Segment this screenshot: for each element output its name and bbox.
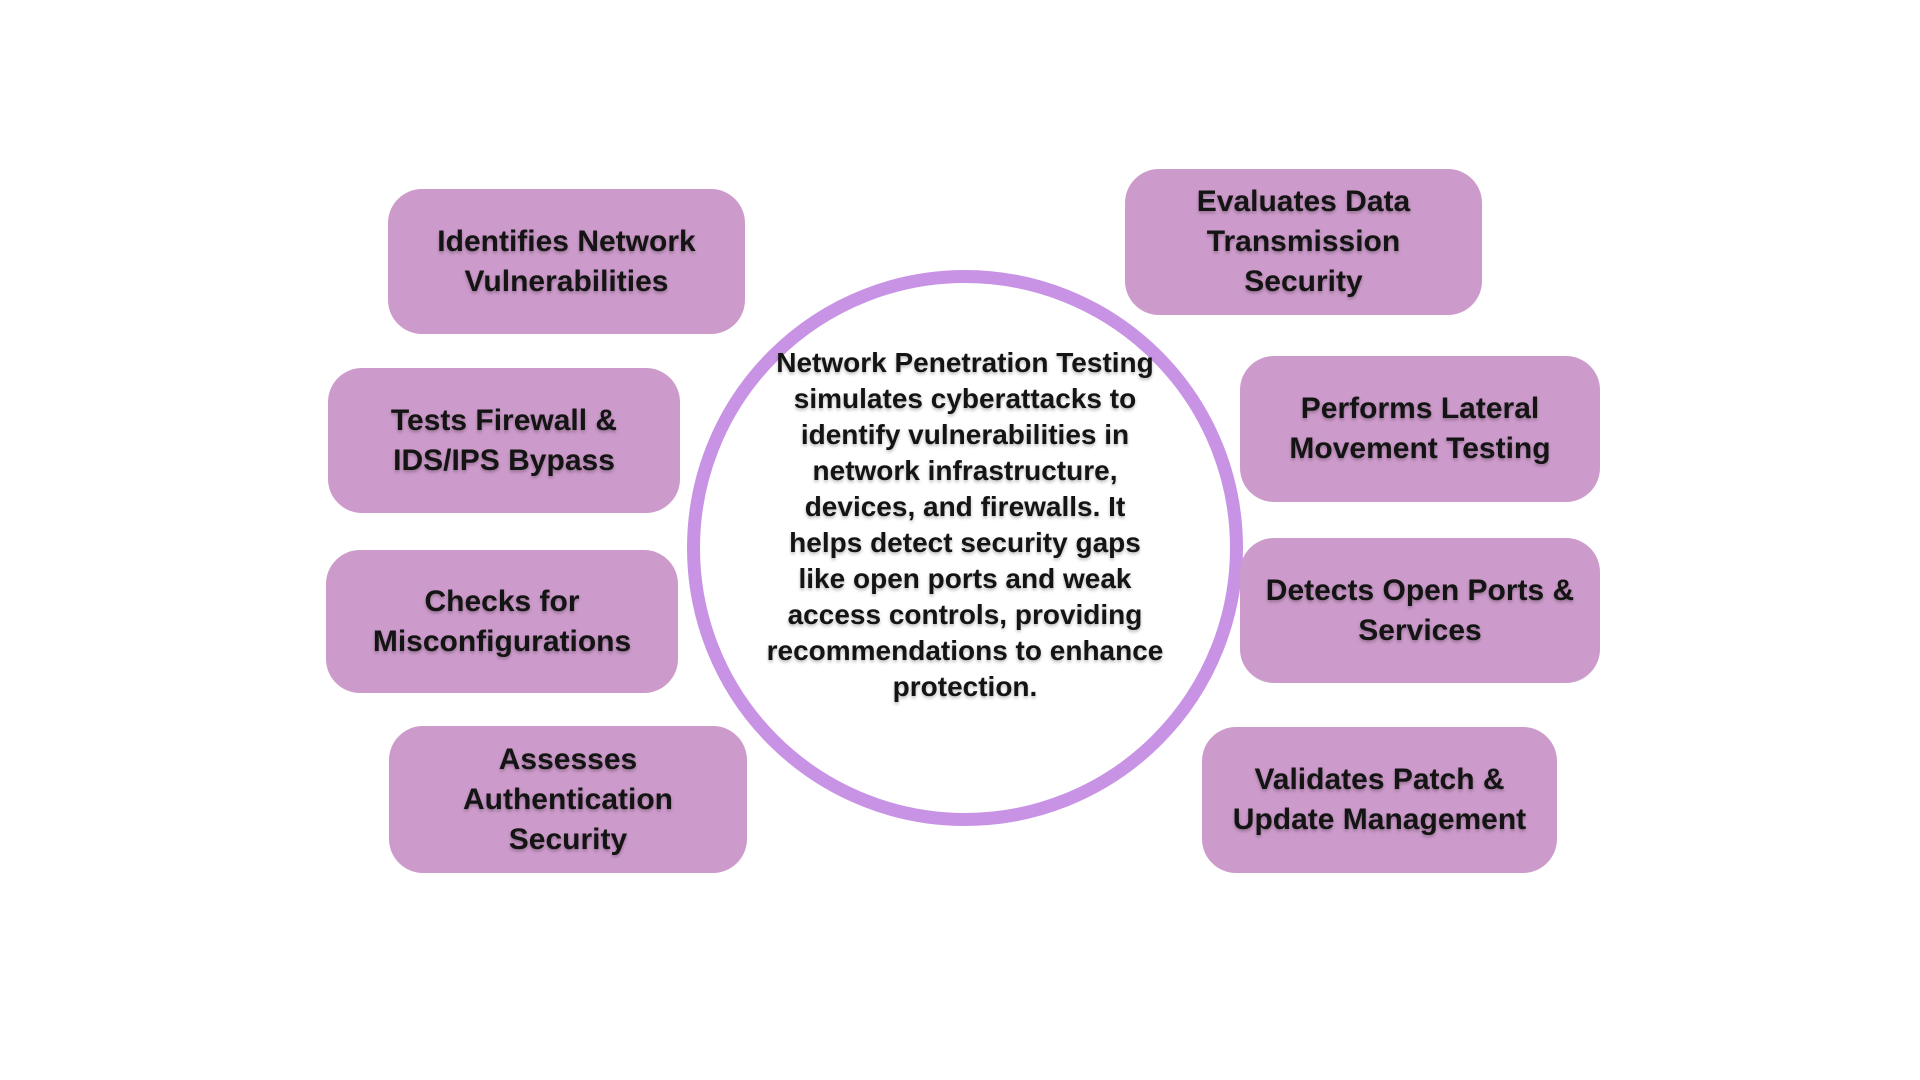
central-description: Network Penetration Testing simulates cyb… — [685, 345, 1245, 705]
text-line: recommendations to enhance — [766, 635, 1164, 666]
text-line: access controls, providing — [787, 599, 1143, 630]
text-line: network infrastructure, — [812, 455, 1118, 486]
text-line: Vulnerabilities — [464, 264, 669, 298]
text-line: Security — [508, 822, 628, 856]
text-line: Detects Open Ports & — [1265, 573, 1575, 607]
text-line: Checks for — [424, 584, 580, 618]
text-line: Evaluates Data — [1196, 185, 1411, 218]
text-line: Performs Lateral — [1300, 392, 1540, 425]
text-line: Assesses — [498, 742, 638, 776]
text-line: devices, and firewalls. It — [804, 491, 1126, 522]
text-line: Update Management — [1232, 803, 1527, 836]
box-validates-patch-update-management: Validates Patch & Update Management — [1202, 727, 1557, 873]
box-tests-firewall-ids-ips-bypass: Tests Firewall & IDS/IPS Bypass — [328, 368, 680, 513]
text-line: identify vulnerabilities in — [800, 419, 1130, 450]
text-line: IDS/IPS Bypass — [393, 443, 615, 477]
text-line: Tests Firewall & — [390, 403, 618, 437]
text-line: simulates cyberattacks to — [793, 383, 1137, 414]
text-line: helps detect security gaps — [789, 527, 1141, 558]
box-detects-open-ports-services: Detects Open Ports & Services — [1240, 538, 1600, 683]
text-line: Misconfigurations — [372, 624, 632, 658]
text-line: Validates Patch & — [1254, 763, 1505, 796]
text-line: Identifies Network — [437, 224, 696, 258]
text-line: Network Penetration Testing — [776, 347, 1154, 378]
text-line: Services — [1358, 613, 1482, 647]
text-line: protection. — [892, 671, 1038, 702]
text-line: Transmission — [1206, 225, 1401, 258]
text-line: Authentication — [463, 782, 673, 816]
text-line: Movement Testing — [1289, 432, 1551, 465]
text-line: like open ports and weak — [798, 563, 1132, 594]
text-line: Security — [1244, 265, 1363, 298]
